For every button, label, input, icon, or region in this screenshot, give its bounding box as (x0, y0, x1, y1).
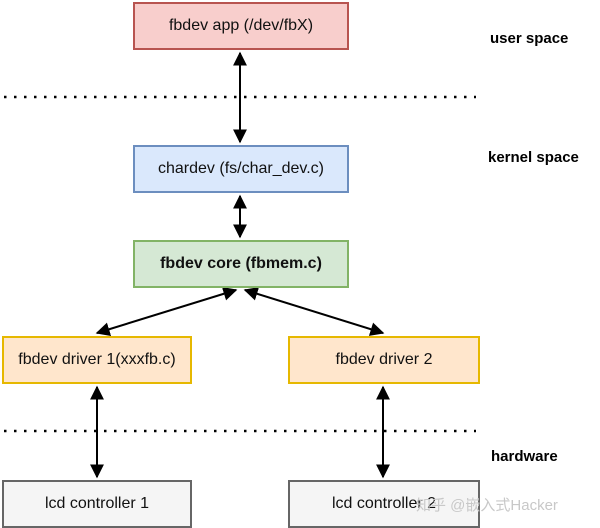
fbdev-driver-2-box: fbdev driver 2 (288, 336, 480, 384)
lcd-controller-2-label: lcd controller 2 (331, 495, 437, 512)
fbdev-app-label: fbdev app (/dev/fbX) (168, 17, 314, 34)
layer-label-kernel-space: kernel space (488, 149, 579, 166)
chardev-box: chardev (fs/char_dev.c) (133, 145, 349, 193)
fbdev-core-box: fbdev core (fbmem.c) (133, 240, 349, 288)
layer-label-user-space: user space (490, 30, 569, 47)
lcd-controller-2-box: lcd controller 2 (288, 480, 480, 528)
lcd-controller-1-label: lcd controller 1 (44, 495, 150, 512)
arrow-core-driver1 (95, 287, 238, 336)
fbdev-driver-1-box: fbdev driver 1(xxxfb.c) (2, 336, 192, 384)
fbdev-app-box: fbdev app (/dev/fbX) (133, 2, 349, 50)
arrow-core-driver2 (243, 287, 385, 336)
fbdev-core-label: fbdev core (fbmem.c) (160, 255, 322, 272)
fbdev-driver-1-label: fbdev driver 1(xxxfb.c) (18, 351, 176, 368)
layer-label-hardware: hardware (491, 448, 558, 465)
fbdev-driver-2-label: fbdev driver 2 (335, 351, 433, 368)
chardev-label: chardev (fs/char_dev.c) (158, 160, 324, 177)
watermark: 知乎 @嵌入式Hacker (416, 497, 558, 514)
lcd-controller-1-box: lcd controller 1 (2, 480, 192, 528)
